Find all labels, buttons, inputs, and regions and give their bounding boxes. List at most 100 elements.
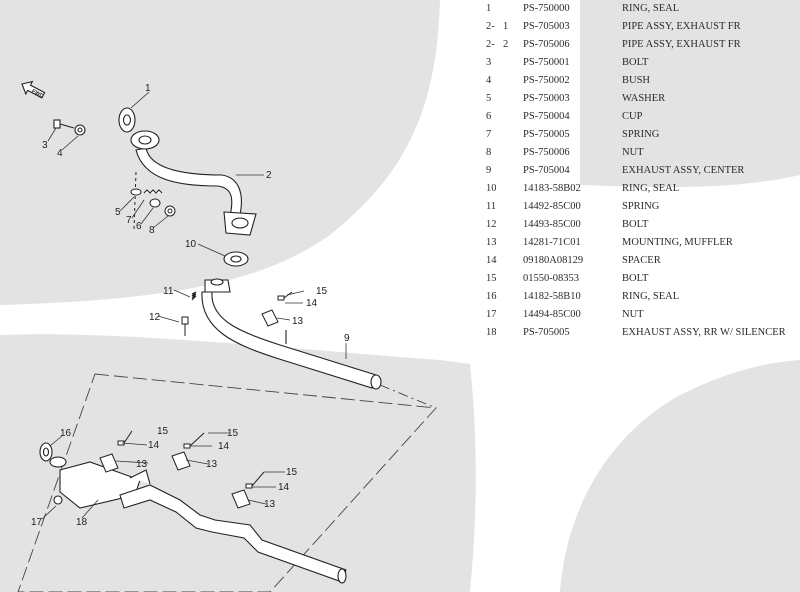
callout-2: 2 bbox=[266, 170, 272, 181]
callout-10: 10 bbox=[185, 239, 197, 250]
callout-17: 17 bbox=[31, 517, 43, 528]
part-number: 3 bbox=[486, 57, 492, 68]
part-name: BOLT bbox=[622, 273, 649, 284]
callout-15: 15 bbox=[157, 426, 169, 437]
part-code: 14183-58B02 bbox=[523, 183, 581, 194]
leader-lines bbox=[41, 91, 347, 520]
part-number: 8 bbox=[486, 147, 492, 158]
callout-14: 14 bbox=[306, 298, 318, 309]
callout-3: 3 bbox=[42, 140, 48, 151]
callout-14: 14 bbox=[148, 440, 160, 451]
callout-13: 13 bbox=[136, 459, 148, 470]
part-name: NUT bbox=[622, 147, 644, 158]
part-number: 7 bbox=[486, 129, 492, 140]
callout-15: 15 bbox=[316, 286, 328, 297]
part-sub-number: 2 bbox=[503, 39, 509, 50]
part-number: 10 bbox=[486, 183, 497, 194]
part-name: SPRING bbox=[622, 201, 660, 212]
part-name: WASHER bbox=[622, 93, 666, 104]
parts-list-row: 15 01550-08353 BOLT bbox=[478, 270, 800, 288]
part-code: 14493-85C00 bbox=[523, 219, 581, 230]
fwd-label: FWD bbox=[30, 88, 44, 99]
callout-13: 13 bbox=[292, 316, 304, 327]
part-name: RING, SEAL bbox=[622, 3, 680, 14]
part-number: 1 bbox=[486, 3, 492, 14]
parts-list-row: 1 PS-750000 RING, SEAL bbox=[478, 0, 800, 18]
part-code: PS-750003 bbox=[523, 93, 570, 104]
parts-list-row: 17 14494-85C00 NUT bbox=[478, 306, 800, 324]
part-name: SPRING bbox=[622, 129, 660, 140]
seal-16-nut-17 bbox=[39, 442, 63, 505]
part-code: PS-750005 bbox=[523, 129, 570, 140]
callout-9: 9 bbox=[344, 333, 350, 344]
callout-7: 7 bbox=[126, 215, 132, 226]
part-number: 18 bbox=[486, 327, 497, 338]
mounting-13-top bbox=[261, 291, 293, 327]
part-name: BOLT bbox=[622, 57, 649, 68]
callout-13: 13 bbox=[206, 459, 218, 470]
part-number: 17 bbox=[486, 309, 497, 320]
part-name: NUT bbox=[622, 309, 644, 320]
part-number: 13 bbox=[486, 237, 497, 248]
seal-ring-10 bbox=[223, 251, 249, 267]
part-number: 14 bbox=[486, 255, 497, 266]
part-number: 12 bbox=[486, 219, 497, 230]
part-name: CUP bbox=[622, 111, 643, 122]
part-code: PS-750000 bbox=[523, 3, 570, 14]
part-code: PS-750002 bbox=[523, 75, 570, 86]
part-number: 11 bbox=[486, 201, 497, 212]
part-number: 4 bbox=[486, 75, 492, 86]
parts-list-row: 7 PS-750005 SPRING bbox=[478, 126, 800, 144]
rear-silencer-assembly bbox=[49, 456, 347, 584]
part-name: RING, SEAL bbox=[622, 183, 680, 194]
part-code: PS-750006 bbox=[523, 147, 570, 158]
parts-list-row: 6 PS-750004 CUP bbox=[478, 108, 800, 126]
callout-6: 6 bbox=[136, 221, 142, 232]
part-code: 14182-58B10 bbox=[523, 291, 581, 302]
part-number: 15 bbox=[486, 273, 497, 284]
part-code: PS-750004 bbox=[523, 111, 570, 122]
part-name: BOLT bbox=[622, 219, 649, 230]
callout-5: 5 bbox=[115, 207, 121, 218]
parts-list-row: 5 PS-750003 WASHER bbox=[478, 90, 800, 108]
front-exhaust-pipe bbox=[130, 130, 257, 236]
part-number: 6 bbox=[486, 111, 492, 122]
part-code: PS-705005 bbox=[523, 327, 570, 338]
rear-mountings-13 bbox=[99, 430, 265, 509]
part-code: 14492-85C00 bbox=[523, 201, 581, 212]
callout-14: 14 bbox=[218, 441, 230, 452]
rear-assembly-outline bbox=[17, 373, 437, 592]
center-exhaust-pipe bbox=[201, 278, 382, 390]
part-code: 14494-85C00 bbox=[523, 309, 581, 320]
callout-11: 11 bbox=[163, 286, 174, 297]
callout-12: 12 bbox=[149, 312, 161, 323]
fwd-arrow-icon: FWD bbox=[21, 80, 46, 100]
part-code: PS-705006 bbox=[523, 39, 570, 50]
part-number: 2- bbox=[486, 39, 495, 50]
callout-15: 15 bbox=[227, 428, 239, 439]
parts-list-row: 8 PS-750006 NUT bbox=[478, 144, 800, 162]
part-number: 9 bbox=[486, 165, 492, 176]
parts-list-row: 12 14493-85C00 BOLT bbox=[478, 216, 800, 234]
callout-4: 4 bbox=[57, 148, 63, 159]
callout-16: 16 bbox=[60, 428, 72, 439]
parts-list-row: 18 PS-705005 EXHAUST ASSY, RR W/ SILENCER bbox=[478, 324, 800, 342]
part-code: 09180A08129 bbox=[523, 255, 584, 266]
callout-18: 18 bbox=[76, 517, 88, 528]
callout-14: 14 bbox=[278, 482, 290, 493]
part-name: EXHAUST ASSY, RR W/ SILENCER bbox=[622, 327, 786, 338]
part-name: PIPE ASSY, EXHAUST FR bbox=[622, 39, 741, 50]
part-name: BUSH bbox=[622, 75, 651, 86]
part-code: 01550-08353 bbox=[523, 273, 579, 284]
part-number: 5 bbox=[486, 93, 492, 104]
callout-1: 1 bbox=[145, 83, 151, 94]
seal-ring-1 bbox=[118, 107, 136, 133]
parts-list-row: 4 PS-750002 BUSH bbox=[478, 72, 800, 90]
